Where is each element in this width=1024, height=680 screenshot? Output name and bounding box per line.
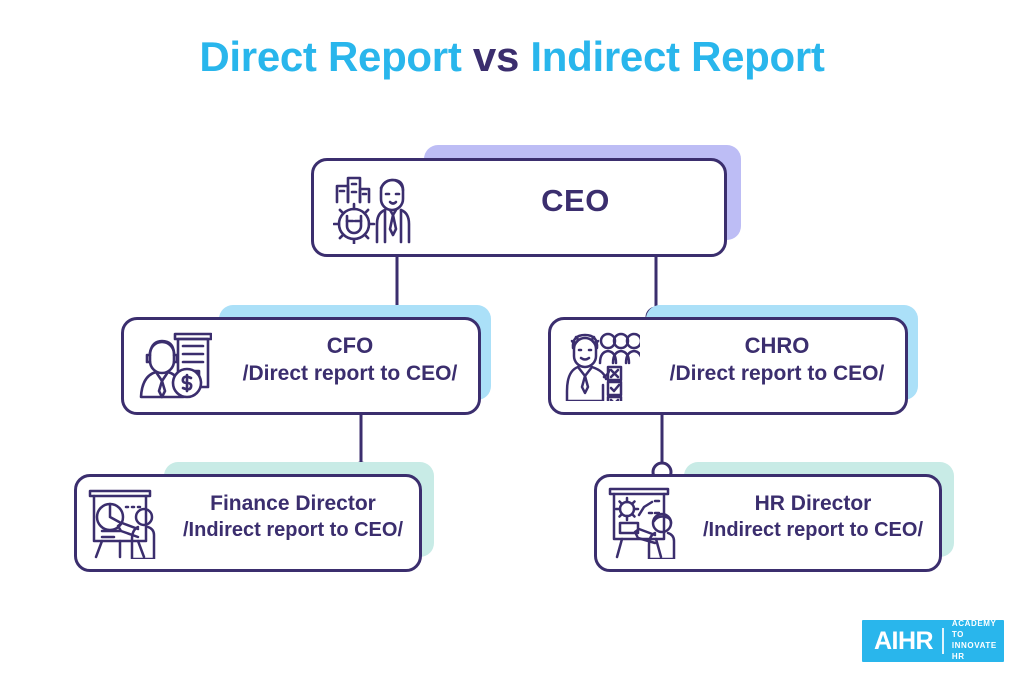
finance-director-subtitle: /Indirect report to CEO/ bbox=[182, 518, 404, 541]
aihr-tagline: ACADEMY TO INNOVATE HR bbox=[952, 619, 1004, 662]
ceo-icon-slot bbox=[326, 169, 418, 247]
hr-people-checklist-icon bbox=[565, 332, 640, 401]
hr-director-label-block: HR Director /Indirect report to CEO/ bbox=[684, 475, 942, 559]
title-segment-indirect: Indirect Report bbox=[519, 33, 825, 80]
org-node-cfo[interactable]: CFO /Direct report to CEO/ bbox=[121, 305, 491, 415]
logo-divider bbox=[942, 628, 944, 654]
finance-director-icon-slot bbox=[84, 482, 168, 562]
finance-person-dollar-icon bbox=[139, 332, 212, 399]
aihr-tagline-line2: INNOVATE HR bbox=[951, 641, 997, 661]
aihr-wordmark: AIHR bbox=[874, 626, 934, 655]
cfo-title: CFO bbox=[326, 333, 374, 359]
finance-director-title: Finance Director bbox=[210, 491, 376, 515]
chro-label-block: CHRO /Direct report to CEO/ bbox=[646, 318, 908, 402]
cfo-subtitle: /Direct report to CEO/ bbox=[242, 361, 458, 385]
org-node-ceo[interactable]: CEO bbox=[311, 145, 741, 257]
chro-title: CHRO bbox=[744, 333, 810, 359]
hr-director-title: HR Director bbox=[754, 491, 872, 515]
org-node-chro[interactable]: CHRO /Direct report to CEO/ bbox=[548, 305, 918, 415]
aihr-logo: AIHR ACADEMY TO INNOVATE HR bbox=[862, 619, 1004, 662]
ceo-title: CEO bbox=[541, 182, 610, 218]
hr-director-subtitle: /Indirect report to CEO/ bbox=[702, 518, 924, 541]
title-segment-direct: Direct Report bbox=[199, 33, 473, 80]
ceo-label-block: CEO bbox=[424, 158, 727, 243]
presentation-gear-person-icon bbox=[608, 487, 676, 559]
presentation-piechart-icon bbox=[88, 489, 156, 559]
cfo-icon-slot bbox=[133, 327, 217, 403]
org-node-finance-director[interactable]: Finance Director /Indirect report to CEO… bbox=[74, 462, 434, 572]
org-node-hr-director[interactable]: HR Director /Indirect report to CEO/ bbox=[594, 462, 954, 572]
executive-gear-building-icon bbox=[333, 176, 411, 244]
chro-subtitle: /Direct report to CEO/ bbox=[669, 361, 885, 385]
aihr-tagline-line1: ACADEMY TO bbox=[951, 619, 997, 640]
hr-director-icon-slot bbox=[604, 482, 688, 562]
page-title: Direct Report vs Indirect Report bbox=[0, 33, 1024, 81]
ceo-card[interactable] bbox=[311, 158, 727, 257]
chro-icon-slot bbox=[560, 325, 644, 405]
cfo-label-block: CFO /Direct report to CEO/ bbox=[219, 318, 481, 402]
title-segment-vs: vs bbox=[472, 33, 520, 80]
finance-director-label-block: Finance Director /Indirect report to CEO… bbox=[164, 475, 422, 559]
